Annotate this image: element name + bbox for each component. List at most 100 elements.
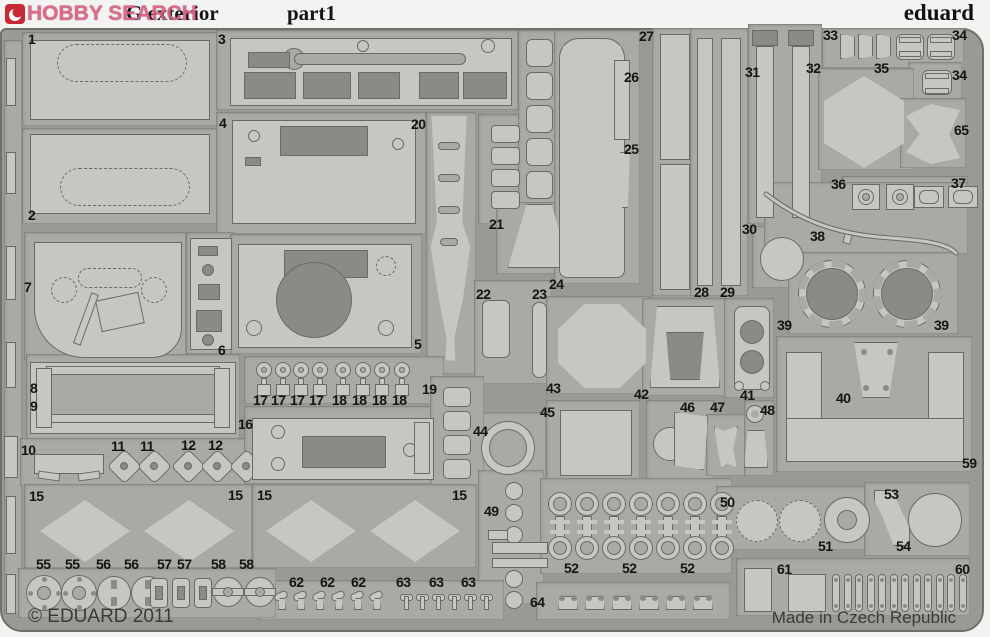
part-shape (899, 51, 921, 57)
part-shape (629, 536, 653, 560)
part-number-label-23: 23 (532, 286, 547, 302)
part-shape (590, 412, 600, 474)
part-shape (679, 595, 685, 601)
part-shape (577, 520, 597, 524)
part-shape (198, 284, 220, 300)
part-shape (4, 436, 18, 478)
part-number-label-9: 9 (30, 398, 38, 414)
part-number-label-63: 63 (429, 574, 444, 590)
part-number-label-62: 62 (289, 574, 304, 590)
part-shape (786, 418, 964, 462)
part-number-label-57: 57 (157, 556, 172, 572)
part-number-label-24: 24 (549, 276, 564, 292)
part-shape (248, 52, 290, 68)
part-shape (949, 604, 953, 608)
part-shape (214, 368, 230, 428)
part-number-label-64: 64 (530, 594, 545, 610)
part-shape (947, 574, 955, 612)
part-shape (660, 34, 690, 160)
part-shape (891, 578, 896, 582)
part-shape (120, 462, 128, 470)
part-shape (491, 125, 520, 143)
part-shape (883, 385, 889, 391)
part-shape (213, 462, 221, 470)
part-shape (880, 604, 884, 608)
part-shape (903, 578, 907, 582)
hobby-search-watermark: HOBBY SEARCH (27, 2, 197, 25)
part-shape (223, 587, 233, 597)
part-shape (443, 387, 471, 407)
part-shape (245, 157, 261, 166)
part-shape (620, 152, 630, 208)
part-shape (336, 384, 350, 396)
part-shape (666, 332, 704, 380)
part-shape (697, 38, 713, 286)
part-shape (279, 367, 286, 373)
part-shape (734, 381, 744, 391)
part-shape (862, 193, 870, 201)
part-shape (937, 578, 942, 582)
part-number-label-15: 15 (29, 488, 44, 504)
part-shape (878, 574, 886, 612)
part-shape (6, 152, 16, 194)
part-shape (598, 595, 604, 601)
part-number-label-49: 49 (484, 503, 499, 519)
part-shape (358, 72, 400, 99)
part-shape (857, 578, 861, 582)
part-shape (481, 39, 495, 53)
part-shape (889, 574, 898, 612)
part-shape (242, 462, 250, 470)
part-shape (60, 168, 190, 206)
part-shape (395, 384, 410, 396)
part-number-label-51: 51 (818, 538, 833, 554)
part-shape (598, 308, 606, 384)
part-shape (563, 46, 568, 270)
part-shape (949, 578, 953, 582)
part-number-label-63: 63 (396, 574, 411, 590)
part-shape (840, 34, 855, 59)
part-number-label-45: 45 (540, 404, 555, 420)
part-number-label-32: 32 (806, 60, 821, 76)
part-shape (553, 497, 567, 511)
part-number-label-57: 57 (177, 556, 192, 572)
part-shape (873, 260, 941, 328)
part-number-label-60: 60 (955, 561, 970, 577)
part-shape (658, 520, 678, 524)
part-shape (399, 367, 406, 373)
part-shape (744, 568, 772, 612)
part-shape (925, 73, 949, 79)
part-number-label-55: 55 (36, 556, 51, 572)
part-shape (740, 350, 764, 374)
part-shape (72, 586, 86, 600)
part-shape (443, 459, 471, 479)
part-shape (660, 164, 690, 290)
part-number-label-34: 34 (952, 67, 967, 83)
part-shape (111, 597, 117, 606)
part-number-label-17: 17 (253, 392, 268, 408)
part-shape (526, 105, 553, 133)
part-shape (261, 367, 267, 373)
part-shape (177, 586, 185, 600)
part-number-label-18: 18 (372, 392, 387, 408)
part-shape (734, 306, 770, 390)
part-shape (616, 46, 621, 270)
part-number-label-52: 52 (680, 560, 695, 576)
part-number-label-59: 59 (962, 455, 977, 471)
part-shape (316, 367, 323, 373)
part-shape (62, 590, 68, 596)
part-shape (577, 530, 597, 534)
eduard-brand: eduard (903, 0, 974, 25)
part-shape (526, 72, 553, 100)
part-shape (526, 138, 553, 166)
part-shape (526, 171, 553, 199)
part-shape (46, 366, 220, 375)
part-number-label-21: 21 (489, 216, 504, 232)
part-shape (751, 410, 759, 418)
part-shape (275, 384, 290, 396)
part-shape (715, 541, 729, 555)
part-number-label-54: 54 (896, 538, 911, 554)
part-shape (880, 578, 884, 582)
part-shape (379, 367, 386, 373)
part-shape (340, 367, 346, 373)
part-shape (760, 381, 770, 391)
